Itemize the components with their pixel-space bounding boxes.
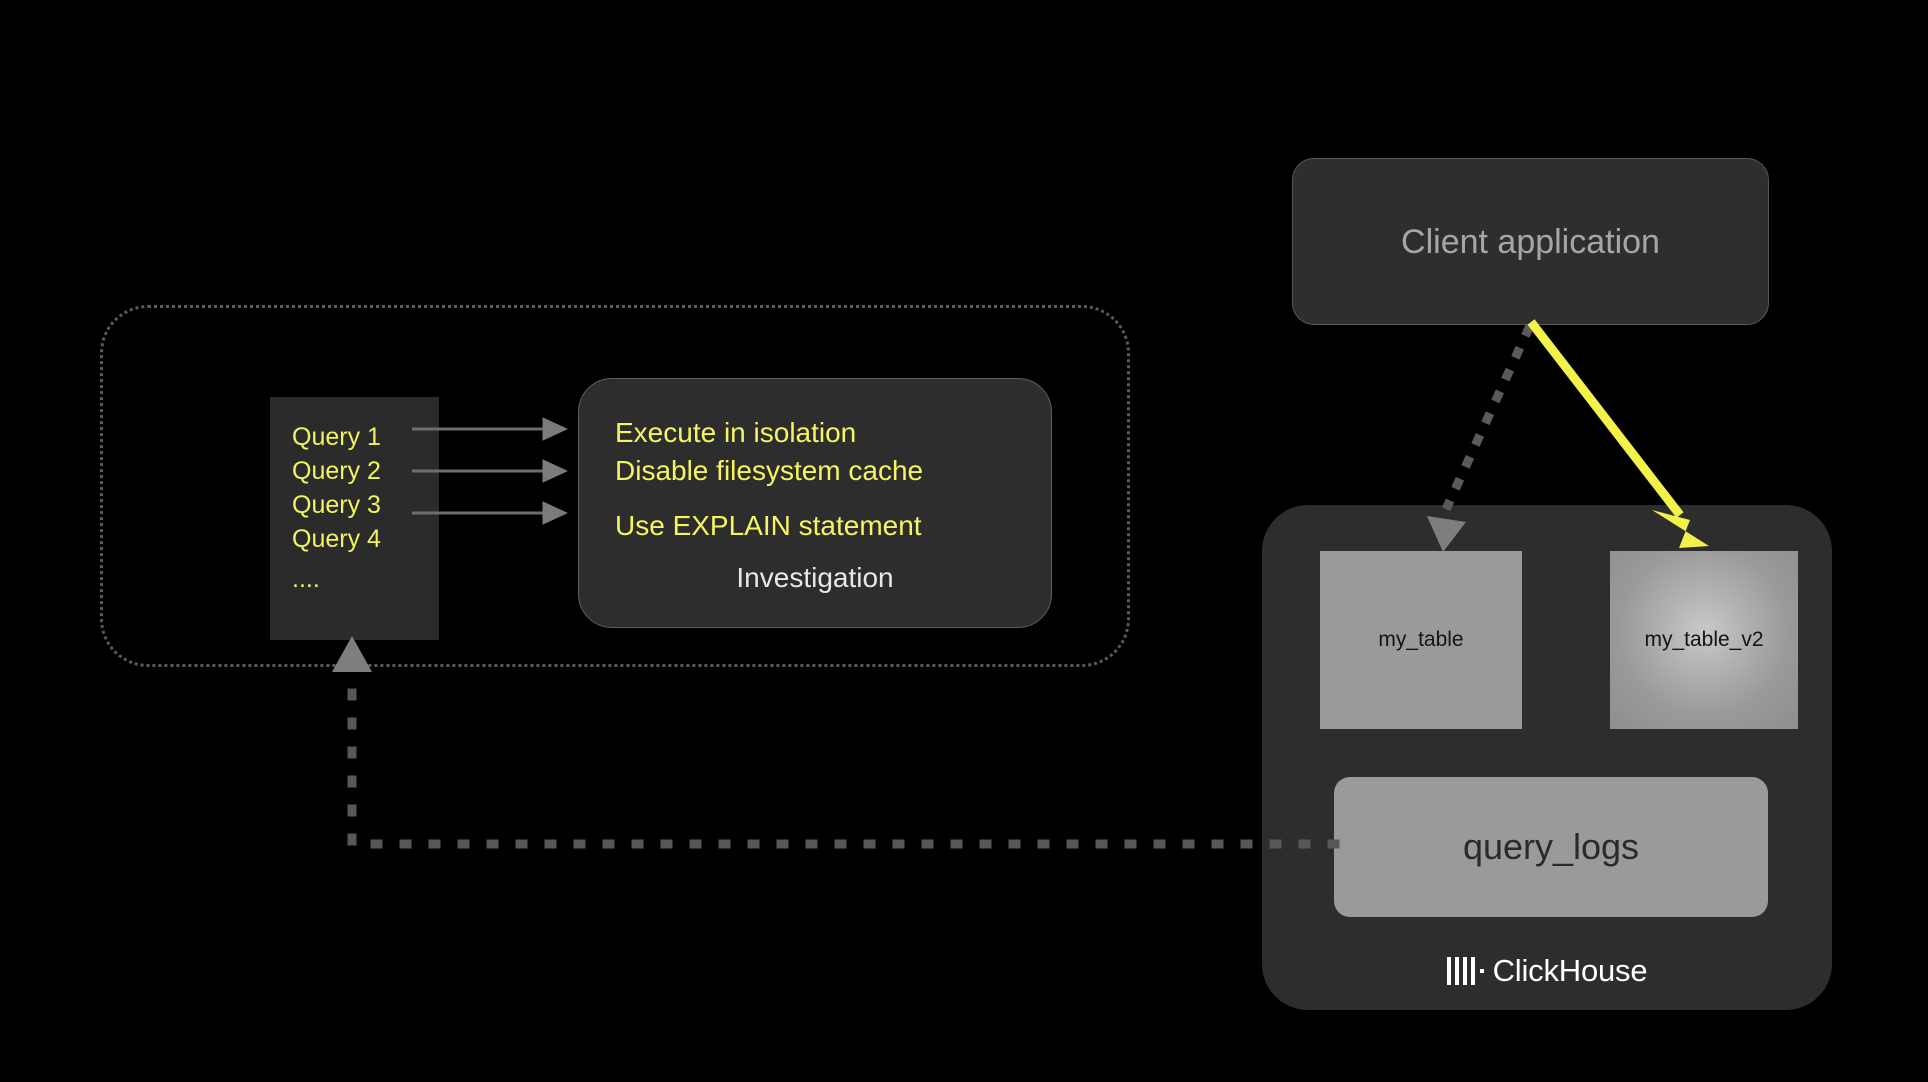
query-list-box: Query 1 Query 2 Query 3 Query 4 .... bbox=[270, 397, 439, 640]
client-application-label: Client application bbox=[1401, 222, 1660, 261]
query-list-item-4: Query 4 bbox=[292, 525, 381, 553]
table-my-table-v2-label: my_table_v2 bbox=[1644, 628, 1764, 651]
table-query-logs-label: query_logs bbox=[1462, 826, 1640, 867]
query-list-item-2: Query 2 bbox=[292, 457, 381, 485]
table-my-table-v2: my_table_v2 bbox=[1610, 551, 1798, 729]
investigation-line-3: Use EXPLAIN statement bbox=[615, 510, 922, 541]
query-list-item-1: Query 1 bbox=[292, 423, 381, 451]
table-my-table: my_table bbox=[1320, 551, 1522, 729]
query-logs-to-query-list-arrow bbox=[332, 636, 1340, 849]
clickhouse-bars-icon bbox=[1446, 956, 1484, 985]
table-my-table-label: my_table bbox=[1378, 628, 1464, 651]
query-list-item-5: .... bbox=[292, 565, 320, 593]
table-query-logs: query_logs bbox=[1334, 777, 1768, 917]
clickhouse-brand: ClickHouse bbox=[1262, 955, 1832, 986]
investigation-panel: Execute in isolation Disable filesystem … bbox=[578, 378, 1052, 628]
investigation-line-2: Disable filesystem cache bbox=[615, 455, 924, 486]
investigation-line-1: Execute in isolation bbox=[615, 417, 857, 448]
client-application-box: Client application bbox=[1292, 158, 1769, 325]
query-list-item-3: Query 3 bbox=[292, 491, 381, 519]
clickhouse-container: my_table my_table_v2 query_logs ClickHou… bbox=[1262, 505, 1832, 1010]
investigation-panel-title: Investigation bbox=[736, 562, 894, 593]
clickhouse-wordmark: ClickHouse bbox=[1492, 953, 1648, 988]
